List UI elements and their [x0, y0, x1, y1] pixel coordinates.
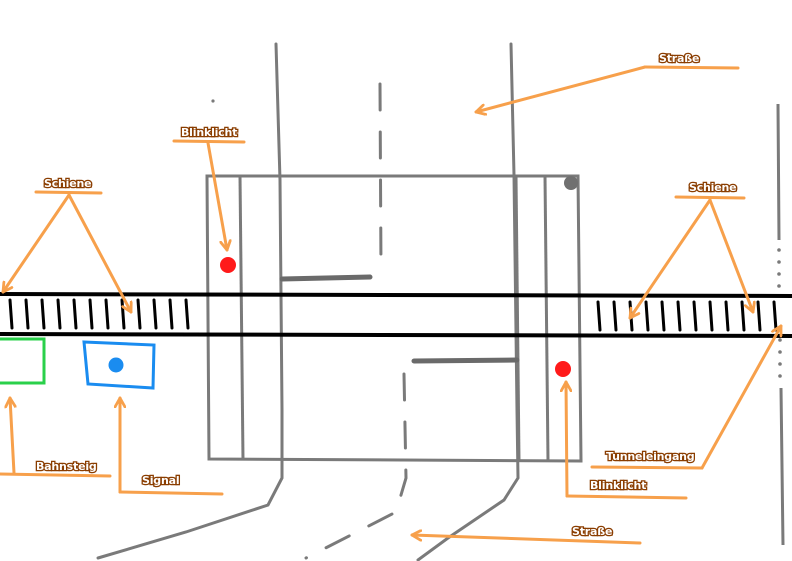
arrow-flash-right	[566, 380, 567, 498]
rail-bottom	[0, 332, 792, 338]
arrow-tunnel	[700, 324, 783, 470]
rail-top	[0, 292, 792, 298]
arrow-rail-right-b	[708, 198, 753, 314]
label-flash-light-left: Blinklicht	[181, 126, 237, 139]
underline-flash-left	[172, 139, 246, 144]
underline-rail-right	[674, 195, 746, 200]
underline-tunnel	[590, 465, 704, 470]
barrier-right-inner	[514, 175, 521, 462]
road-right-edge	[416, 42, 520, 561]
underline-road-top	[643, 65, 740, 70]
underline-platform	[0, 472, 112, 478]
underline-rail-left	[34, 190, 103, 195]
platform	[0, 337, 46, 385]
label-signal: Signal	[142, 474, 179, 487]
tunnel-entrance-dots	[777, 248, 782, 378]
label-rail-left: Schiene	[44, 177, 91, 190]
label-rail-right: Schiene	[689, 181, 736, 194]
road-center-dashes	[304, 82, 408, 560]
tunnel-wall-line	[776, 103, 785, 546]
signal-light	[108, 357, 124, 373]
label-platform: Bahnsteig	[36, 460, 97, 473]
arrow-flash-left	[206, 141, 227, 252]
label-road-bottom: Straße	[572, 525, 612, 538]
annotations	[0, 65, 783, 545]
underline-flash-right	[565, 494, 688, 500]
gate-arm-bottom	[411, 357, 520, 364]
flash-light-left	[220, 257, 236, 273]
flash-light-right	[555, 361, 571, 377]
crossing-area	[205, 174, 583, 463]
label-road-top: Straße	[659, 52, 699, 65]
corner-marker	[564, 176, 578, 190]
arrow-platform	[10, 396, 14, 475]
barrier-right-outer	[543, 175, 550, 462]
underline-road-bottom	[410, 535, 642, 545]
label-flash-light-right: Blinklicht	[590, 479, 646, 492]
gate-arms	[279, 274, 520, 364]
arrow-rail-left-a	[1, 193, 71, 294]
gate-arm-top	[279, 274, 373, 282]
dot-mark	[211, 99, 215, 103]
arrow-rail-right-a	[628, 198, 712, 320]
crossing-outline	[205, 174, 583, 463]
sleepers-left	[8, 298, 190, 330]
arrow-rail-left-b	[67, 193, 131, 314]
arrow-road-top	[474, 65, 647, 112]
annotation-labels: Straße Blinklicht Schiene Schiene Bahnst…	[35, 51, 738, 540]
label-tunnel-entrance: Tunneleingang	[606, 450, 694, 463]
signal	[82, 340, 156, 390]
barrier-left	[238, 175, 245, 461]
signal-box	[82, 340, 156, 390]
road-left-edge	[96, 42, 284, 560]
underline-signal	[118, 490, 224, 496]
railway-track	[0, 292, 792, 338]
